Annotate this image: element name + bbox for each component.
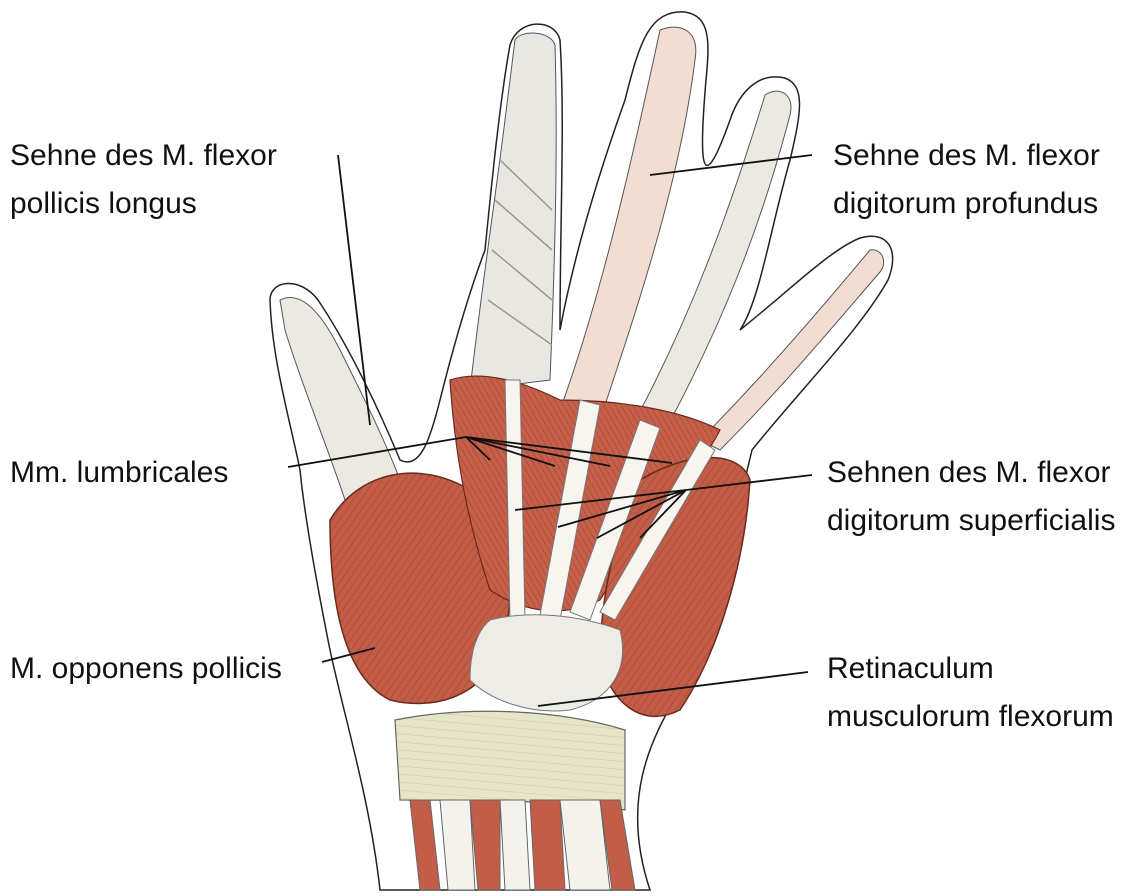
label-retinaculum-line1: Retinaculum	[827, 645, 1114, 693]
label-fdp: Sehne des M. flexor digitorum profundus	[833, 132, 1100, 228]
label-retinaculum: Retinaculum musculorum flexorum	[827, 645, 1114, 741]
index-finger-sheath	[470, 33, 556, 390]
label-lumbricales: Mm. lumbricales	[10, 449, 228, 497]
label-fdp-line1: Sehne des M. flexor	[833, 132, 1100, 180]
label-fpl-line1: Sehne des M. flexor	[10, 132, 277, 180]
label-fpl-line2: pollicis longus	[10, 180, 277, 228]
label-fpl: Sehne des M. flexor pollicis longus	[10, 132, 277, 228]
label-fds: Sehnen des M. flexor digitorum superfici…	[827, 449, 1115, 545]
label-opponens: M. opponens pollicis	[10, 645, 282, 693]
label-lumbricales-line1: Mm. lumbricales	[10, 449, 228, 497]
palm-center	[470, 615, 623, 711]
label-retinaculum-line2: musculorum flexorum	[827, 693, 1114, 741]
label-fdp-line2: digitorum profundus	[833, 180, 1100, 228]
label-fds-line2: digitorum superficialis	[827, 497, 1115, 545]
label-fds-line1: Sehnen des M. flexor	[827, 449, 1115, 497]
retinaculum-band	[395, 711, 625, 810]
label-opponens-line1: M. opponens pollicis	[10, 645, 282, 693]
